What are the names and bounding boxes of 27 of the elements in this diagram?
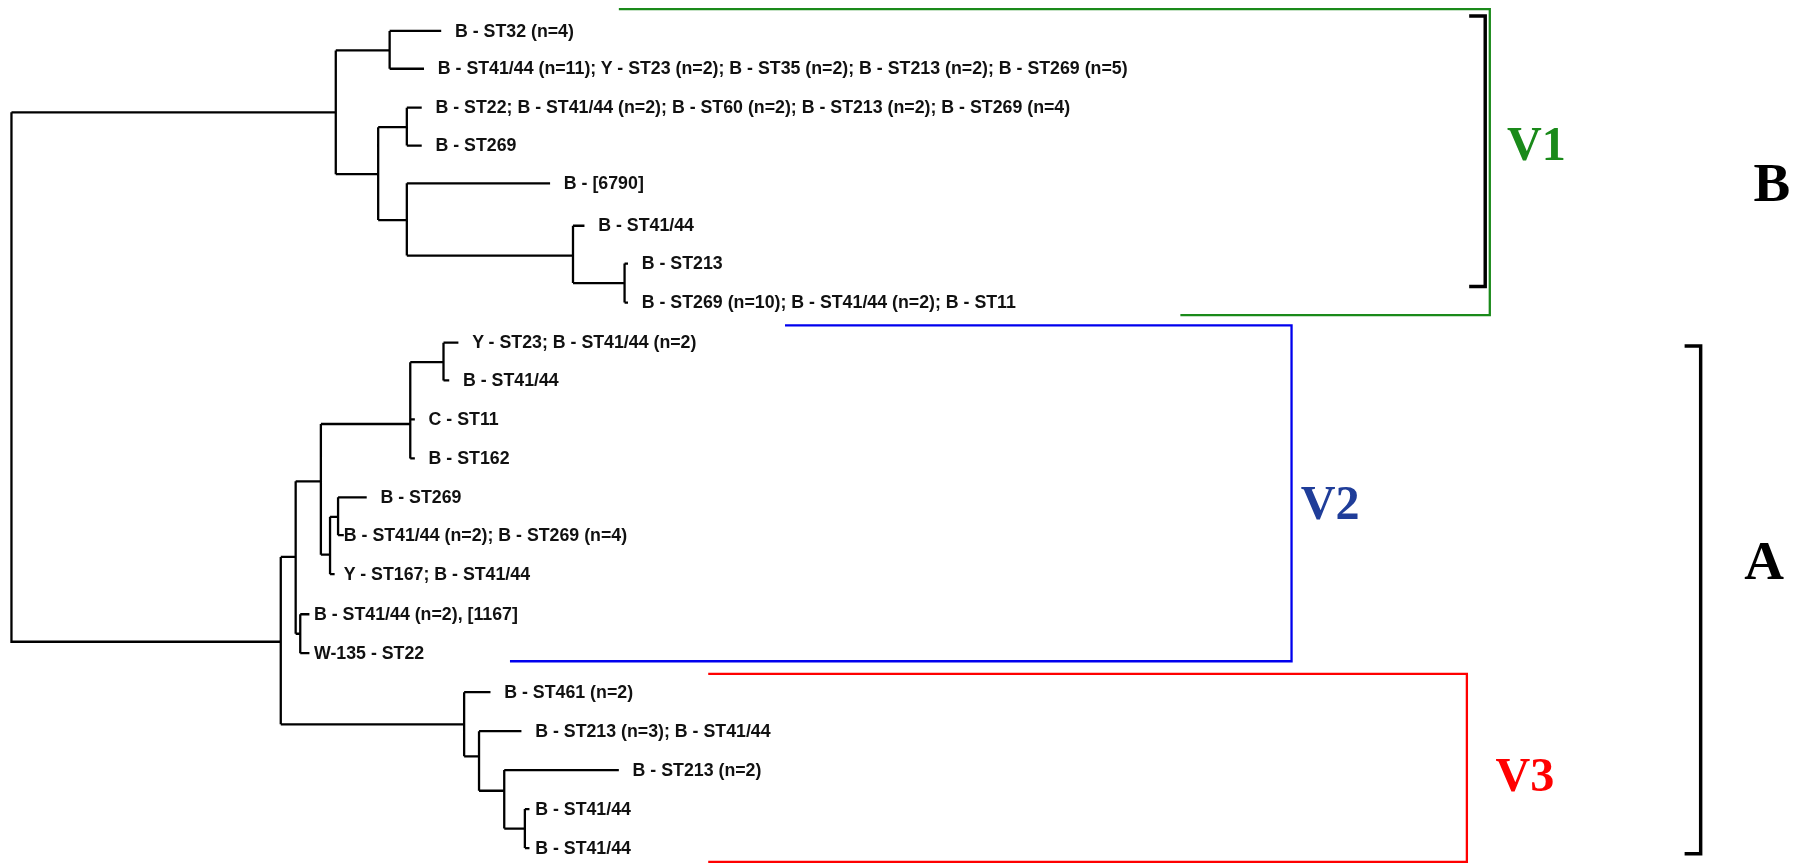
leaf-label: B - ST41/44: [535, 837, 631, 859]
leaf-label: W-135 - ST22: [314, 642, 425, 664]
leaf-label: B - ST269: [435, 135, 517, 156]
leaf-label: B - [6790]: [563, 173, 644, 194]
leaf-label: B - ST269: [380, 487, 462, 508]
leaf-label: B - ST41/44 (n=2); B - ST269 (n=4): [343, 524, 628, 546]
leaf-label: B - ST41/44 (n=11); Y - ST23 (n=2); B - ST35 (n=2); B - ST213 (n=2); B - ST269 (n=5): [437, 58, 1128, 80]
leaf-label: B - ST213 (n=3); B - ST41/44: [535, 720, 771, 742]
leaf-label: Y - ST167; B - ST41/44: [343, 563, 531, 585]
leaf-label: C - ST11: [428, 409, 499, 430]
leaf-label: B - ST269 (n=10); B - ST41/44 (n=2); B - ST11: [641, 292, 1016, 313]
leaf-label: B - ST41/44: [598, 215, 694, 237]
clade-label: V2: [1300, 479, 1360, 528]
leaf-label: B - ST162: [428, 448, 510, 469]
clade-label: V1: [1507, 120, 1566, 169]
group-label: A: [1744, 532, 1784, 588]
leaf-label: Y - ST23; B - ST41/44 (n=2): [472, 332, 697, 353]
leaf-label: B - ST41/44: [463, 370, 559, 391]
clade-label: V3: [1495, 750, 1555, 799]
leaf-label: B - ST32 (n=4): [454, 20, 574, 42]
leaf-label: B - ST461 (n=2): [504, 681, 634, 703]
leaf-label: B - ST22; B - ST41/44 (n=2); B - ST60 (n=2); B - ST213 (n=2); B - ST269 (n=4): [435, 97, 1071, 119]
group-label: B: [1753, 154, 1791, 210]
leaf-label: B - ST41/44: [535, 798, 631, 820]
leaf-label: B - ST213 (n=2): [632, 759, 762, 781]
leaf-label: B - ST213: [641, 253, 723, 274]
leaf-label: B - ST41/44 (n=2), [1167]: [314, 603, 518, 625]
